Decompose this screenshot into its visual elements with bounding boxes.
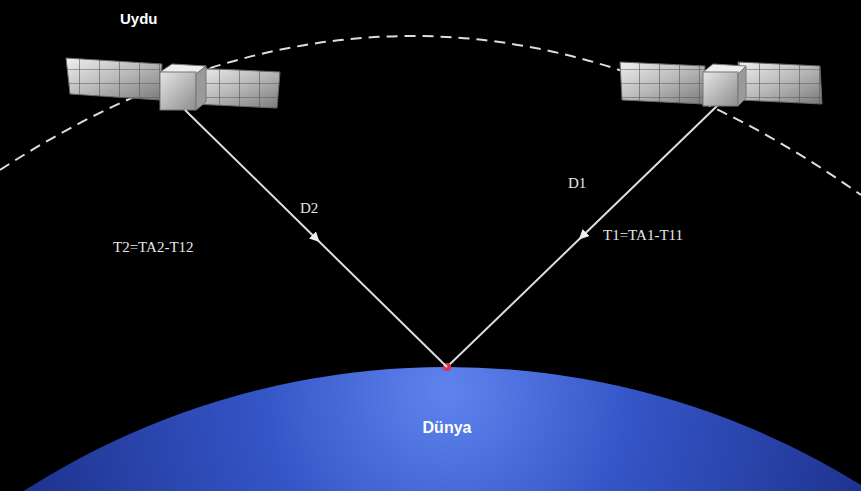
formula-label: T2=TA2-T12: [113, 239, 194, 256]
node-title: Dünya: [423, 419, 472, 437]
satellite-icon: [66, 58, 280, 110]
orbit-path: [0, 36, 861, 195]
node-title: Uydu: [120, 10, 158, 27]
earth-node: Dünya: [0, 367, 861, 491]
signal-line: [447, 105, 718, 367]
distance-label: D1: [568, 175, 586, 192]
signal-line: [185, 110, 447, 367]
distance-label: D2: [300, 200, 318, 217]
satellite-icon: [620, 62, 822, 106]
earth-globe: [0, 367, 861, 491]
satellite-node: Uydu: [60, 6, 288, 110]
formula-label: T1=TA1-T11: [603, 227, 683, 244]
